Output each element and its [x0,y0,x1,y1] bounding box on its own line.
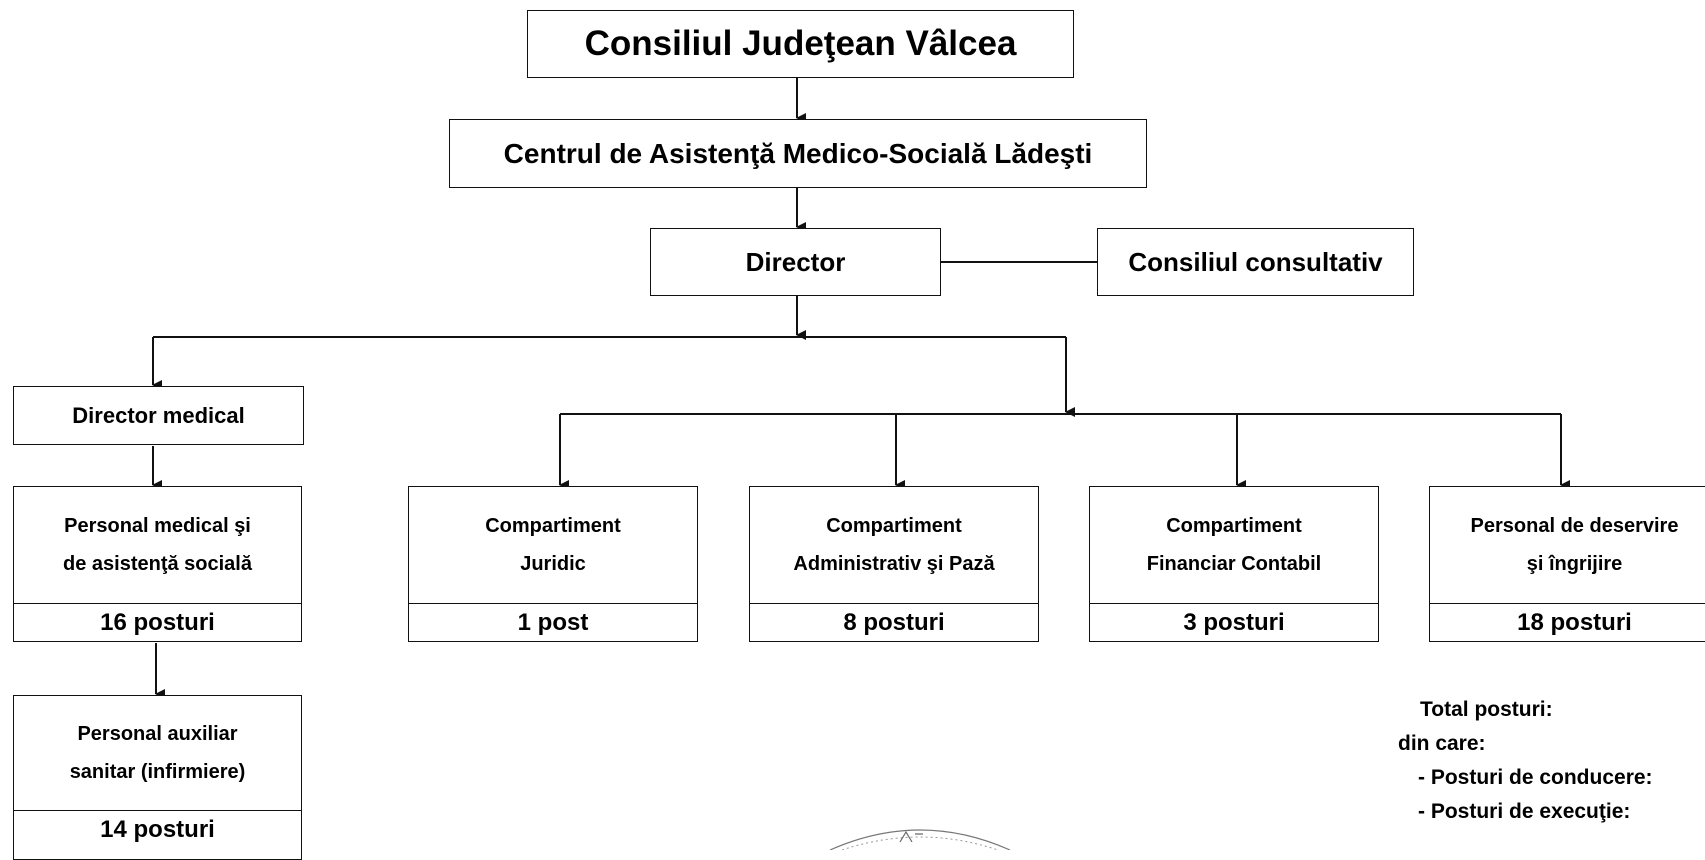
department-line2: Financiar Contabil [1146,553,1322,575]
totals-management: - Posturi de conducere: [1418,766,1653,789]
department-posts: 8 posturi [750,603,1038,641]
totals-summary: Total posturi: din care: - Posturi de co… [1398,693,1653,829]
auxiliary-staff-line2: sanitar (infirmiere) [69,761,246,783]
department-name: Compartiment Financiar Contabil [1090,487,1378,603]
stamp-seal-icon [829,829,1011,850]
totals-execution: - Posturi de execuţie: [1418,800,1631,823]
auxiliary-staff-line1: Personal auxiliar [77,723,238,745]
department-name: Compartiment Juridic [409,487,697,603]
department-deservire-box: Personal de deservire şi îngrijire 18 po… [1429,486,1705,642]
department-posts: 1 post [409,603,697,641]
auxiliary-staff-box: Personal auxiliar sanitar (infirmiere) 1… [13,695,302,860]
totals-total: Total posturi: [1420,698,1553,721]
department-name: Personal de deservire şi îngrijire [1430,487,1705,603]
medical-staff-box: Personal medical şi de asistenţă socială… [13,486,302,642]
advisory-council-label: Consiliul consultativ [1128,246,1383,277]
department-administrativ-box: Compartiment Administrativ şi Pază 8 pos… [749,486,1039,642]
center-box: Centrul de Asistenţă Medico-Socială Lăde… [449,119,1147,188]
department-posts: 18 posturi [1430,603,1705,641]
department-line2: Juridic [520,553,586,575]
medical-staff-line2: de asistenţă socială [63,553,252,575]
director-label: Director [745,246,846,277]
department-name: Compartiment Administrativ şi Pază [750,487,1038,603]
county-council-box: Consiliul Judeţean Vâlcea [527,10,1074,78]
auxiliary-staff-name: Personal auxiliar sanitar (infirmiere) [14,696,301,810]
auxiliary-staff-posts: 14 posturi [14,810,301,848]
department-line2: şi îngrijire [1526,553,1623,575]
medical-staff-posts: 16 posturi [14,603,301,641]
department-line1: Compartiment [485,515,621,537]
department-line2: Administrativ şi Pază [793,553,995,575]
department-financiar-box: Compartiment Financiar Contabil 3 postur… [1089,486,1379,642]
advisory-council-box: Consiliul consultativ [1097,228,1414,296]
county-council-label: Consiliul Judeţean Vâlcea [584,24,1017,63]
director-medical-box: Director medical [13,386,304,445]
department-line1: Personal de deservire [1470,515,1679,537]
medical-staff-line1: Personal medical şi [64,515,251,537]
department-line1: Compartiment [1166,515,1302,537]
department-posts: 3 posturi [1090,603,1378,641]
department-line1: Compartiment [826,515,962,537]
medical-staff-name: Personal medical şi de asistenţă socială [14,487,301,603]
department-juridic-box: Compartiment Juridic 1 post [408,486,698,642]
center-label: Centrul de Asistenţă Medico-Socială Lăde… [503,137,1093,169]
totals-of-which: din care: [1398,732,1486,755]
director-box: Director [650,228,941,296]
director-medical-label: Director medical [72,402,245,428]
